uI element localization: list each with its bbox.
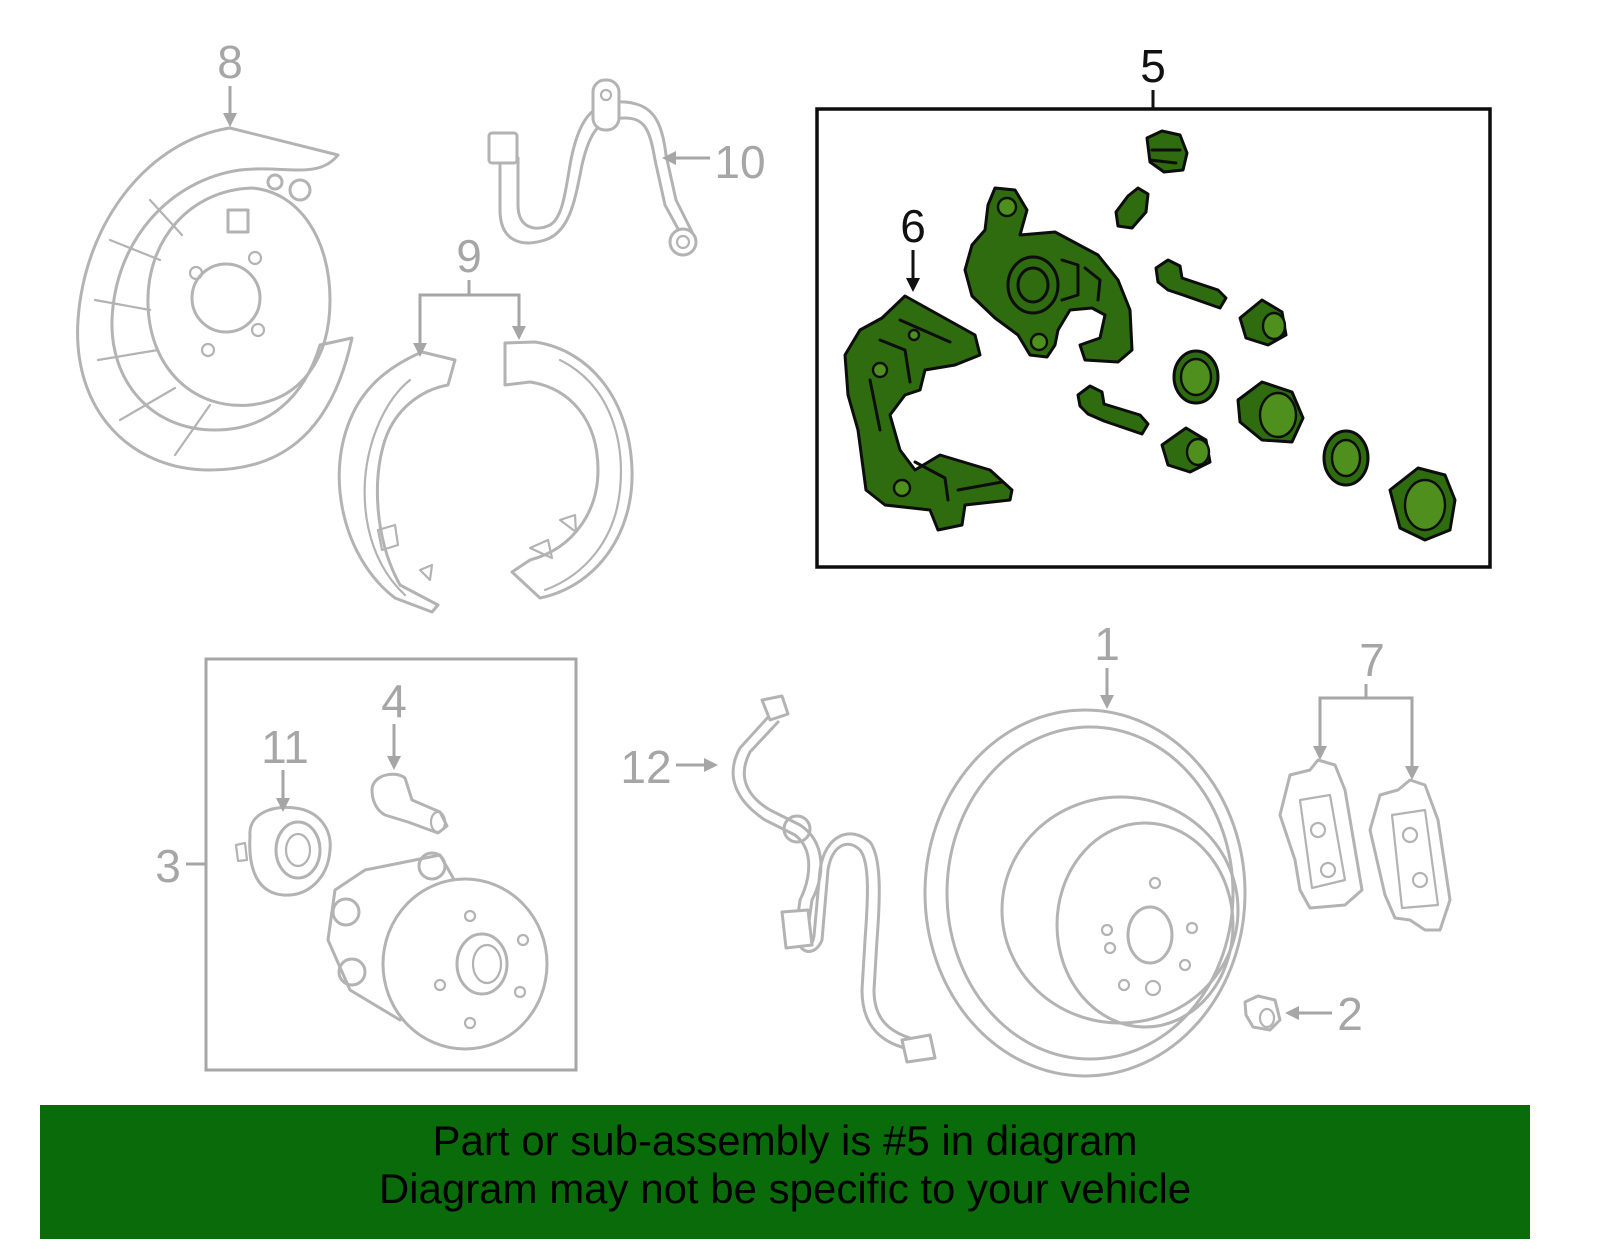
guide-pin-lower[interactable] [1076,384,1150,436]
callout-11[interactable]: 11 [261,721,309,773]
brake-pads-part-7[interactable] [1278,758,1452,932]
callout-12[interactable]: 12 [620,741,671,793]
bearing-part-11[interactable] [234,805,332,897]
backing-plate-part-8[interactable] [76,126,354,472]
pin-boot-upper[interactable] [1238,298,1288,347]
callout-8[interactable]: 8 [217,36,243,88]
caliper-body[interactable] [963,186,1134,364]
bleeder-cap[interactable] [1145,129,1189,174]
callout-1[interactable]: 1 [1094,618,1120,670]
piston-boot[interactable] [1388,466,1457,542]
piston-seal-ring[interactable] [1172,349,1220,405]
callout-5[interactable]: 5 [1140,40,1166,92]
callout-7[interactable]: 7 [1359,634,1385,686]
dust-seal-ring[interactable] [1322,429,1370,487]
hub-bolt-part-4[interactable] [370,772,449,835]
callout-10[interactable]: 10 [714,136,765,188]
callout-6[interactable]: 6 [900,200,926,252]
banner-line-disclaimer: Diagram may not be specific to your vehi… [378,1165,1192,1212]
callout-4[interactable]: 4 [381,675,407,727]
hub-flange[interactable] [326,851,549,1051]
brake-hose-part-10[interactable] [487,78,698,257]
nut-part-2[interactable] [1243,994,1282,1032]
banner-line-part: Part or sub-assembly is #5 in diagram [432,1117,1138,1164]
bleeder-screw[interactable] [1114,186,1150,230]
guide-pin-upper[interactable] [1154,258,1228,310]
caliper-bracket-part-6[interactable] [843,294,1014,532]
callout-2[interactable]: 2 [1337,988,1363,1040]
pin-boot-lower[interactable] [1160,426,1212,474]
parking-brake-shoes-part-9[interactable] [337,340,634,614]
rotor-part-1[interactable] [923,708,1247,1078]
callout-9[interactable]: 9 [456,230,482,282]
callout-3[interactable]: 3 [155,840,181,892]
piston[interactable] [1236,380,1305,444]
part-info-banner: Part or sub-assembly is #5 in diagram Di… [40,1105,1530,1239]
abs-sensor-part-12[interactable] [731,694,937,1064]
